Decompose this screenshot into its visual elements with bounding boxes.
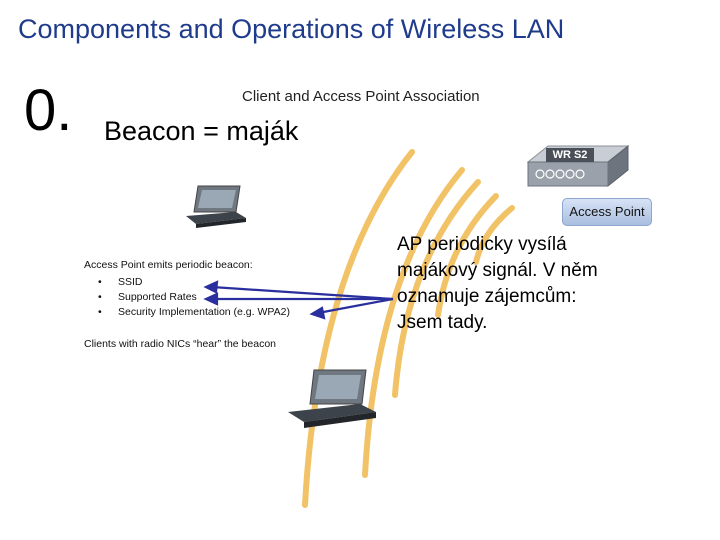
beacon-list: SSID Supported Rates Security Implementa… (84, 275, 290, 320)
annotation-line: Jsem tady. (397, 312, 488, 333)
slide-subtitle: Beacon = maják (104, 116, 299, 146)
wave-arc (302, 149, 415, 508)
router-icon (526, 144, 630, 188)
annotation-text: AP periodicky vysílá majákový signál. V … (397, 232, 677, 336)
access-point-label: Access Point (562, 198, 652, 226)
clients-hear-text: Clients with radio NICs “hear” the beaco… (84, 338, 277, 350)
laptop-icon-bottom (288, 369, 376, 428)
wave-arc (362, 167, 465, 478)
wave-arc (435, 193, 499, 318)
beacon-description: Access Point emits periodic beacon: SSID… (84, 259, 290, 320)
router-label: WR S2 (553, 149, 588, 161)
wave-arc (392, 179, 481, 398)
beacon-item-ssid: SSID (98, 275, 290, 290)
beacon-header: Access Point emits periodic beacon: (84, 259, 253, 271)
wave-arc (473, 205, 515, 265)
slide-number: 0. (24, 78, 73, 143)
annotation-line: majákový signál. V něm (397, 260, 598, 281)
laptop-icon-top (186, 185, 246, 228)
annotation-line: oznamuje zájemcům: (397, 286, 577, 307)
beacon-item-security: Security Implementation (e.g. WPA2) (98, 305, 290, 320)
arrowhead (309, 306, 326, 320)
annotation-line: AP periodicky vysílá (397, 234, 567, 255)
slide-title: Components and Operations of Wireless LA… (18, 14, 565, 44)
beacon-item-supported-rates: Supported Rates (98, 290, 290, 305)
diagram-title: Client and Access Point Association (242, 88, 480, 105)
